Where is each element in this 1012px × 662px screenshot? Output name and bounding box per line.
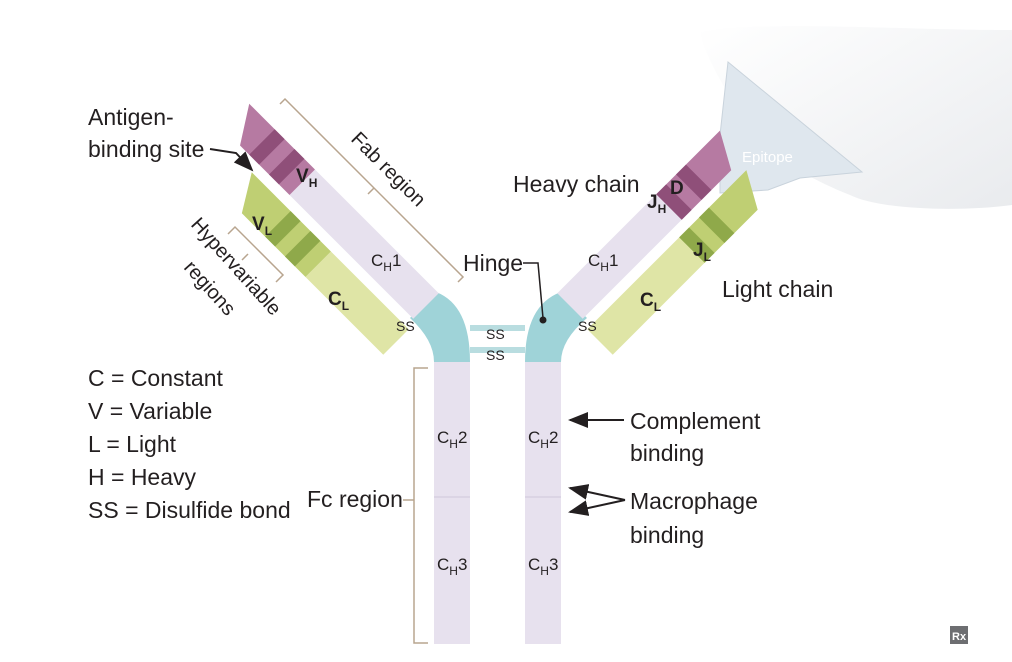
fc-right-stem — [525, 362, 561, 644]
jh-label: JH — [647, 192, 666, 216]
complement-label-2: binding — [630, 440, 704, 466]
antigen-body — [700, 26, 1012, 209]
cl-right-label: CL — [640, 290, 661, 314]
d-label: D — [670, 178, 684, 199]
heavy-chain-label: Heavy chain — [513, 171, 640, 197]
hinge-bridge-top — [470, 325, 525, 331]
cl-left-label: CL — [328, 289, 349, 313]
ch1-left-label: CH1 — [371, 251, 401, 274]
right-heavy-arm — [557, 130, 732, 319]
legend: C = Constant V = Variable L = Light H = … — [88, 365, 291, 523]
hypervariable-bracket — [227, 225, 285, 283]
light-chain-label: Light chain — [722, 276, 833, 302]
fab-region-label: Fab region — [346, 128, 429, 211]
antigen-binding-arrow — [209, 148, 254, 172]
ch1-right-label: CH1 — [588, 251, 618, 274]
ss-hinge-bottom-label: SS — [486, 347, 505, 363]
hinge-left — [410, 292, 470, 362]
vh-label: VH — [296, 166, 317, 190]
macrophage-arrow-lower — [568, 499, 626, 516]
legend-light: L = Light — [88, 431, 177, 457]
hinge-right — [525, 292, 587, 362]
antigen-binding-label-2: binding site — [88, 136, 204, 162]
right-light-arm — [587, 170, 758, 355]
left-light-arm — [241, 172, 409, 355]
ch3-left-label: CH3 — [437, 555, 467, 578]
jl-label: JL — [693, 240, 711, 264]
left-heavy-arm — [240, 103, 439, 319]
legend-variable: V = Variable — [88, 398, 212, 424]
fc-left-stem — [434, 362, 470, 644]
ss-hinge-top-label: SS — [486, 326, 505, 342]
epitope-label: Epitope — [742, 149, 793, 166]
fc-region-label: Fc region — [307, 486, 403, 512]
antigen-binding-label-1: Antigen- — [88, 104, 174, 130]
hinge-dot — [539, 316, 547, 324]
rx-logo-text: Rx — [952, 631, 967, 643]
complement-label-1: Complement — [630, 408, 761, 434]
legend-constant: C = Constant — [88, 365, 223, 391]
hinge-pointer — [523, 262, 544, 319]
legend-disulfide: SS = Disulfide bond — [88, 497, 291, 523]
macrophage-arrow-upper — [568, 484, 626, 501]
legend-heavy: H = Heavy — [88, 464, 197, 490]
hinge-bridge-bottom — [470, 347, 525, 353]
ss-left-label: SS — [396, 318, 415, 334]
hinge-label: Hinge — [463, 250, 523, 276]
fc-bracket — [413, 367, 428, 644]
vl-label: VL — [252, 214, 272, 238]
ch2-left-label: CH2 — [437, 428, 467, 451]
ch3-right-label: CH3 — [528, 555, 558, 578]
macrophage-label-1: Macrophage — [630, 488, 758, 514]
ch2-right-label: CH2 — [528, 428, 558, 451]
rx-logo: Rx — [950, 626, 968, 644]
macrophage-label-2: binding — [630, 522, 704, 548]
ss-right-label: SS — [578, 318, 597, 334]
